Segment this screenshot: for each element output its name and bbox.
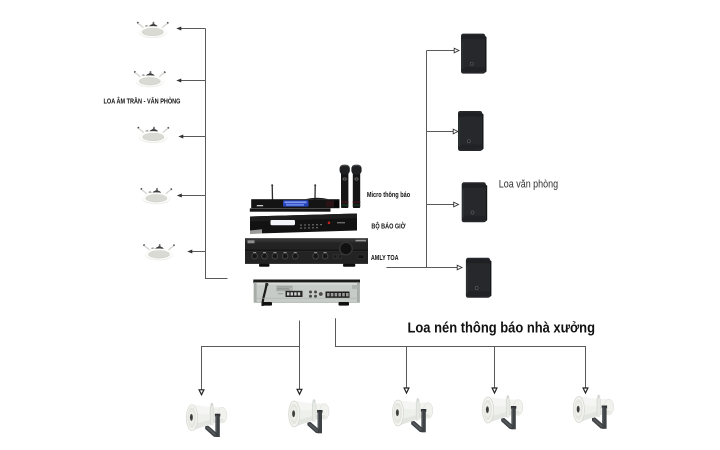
svg-text:Micro thông báo: Micro thông báo [367,190,411,199]
svg-text:LOA ÂM TRẦN - VĂN PHÒNG: LOA ÂM TRẦN - VĂN PHÒNG [104,96,181,106]
svg-text:BỘ BÁO GIỜ: BỘ BÁO GIỜ [371,221,406,230]
svg-text:AMLY TOA: AMLY TOA [371,253,399,262]
svg-text:Loa văn phòng: Loa văn phòng [499,178,558,190]
svg-text:Loa nén thông báo nhà xưởng: Loa nén thông báo nhà xưởng [408,320,596,337]
